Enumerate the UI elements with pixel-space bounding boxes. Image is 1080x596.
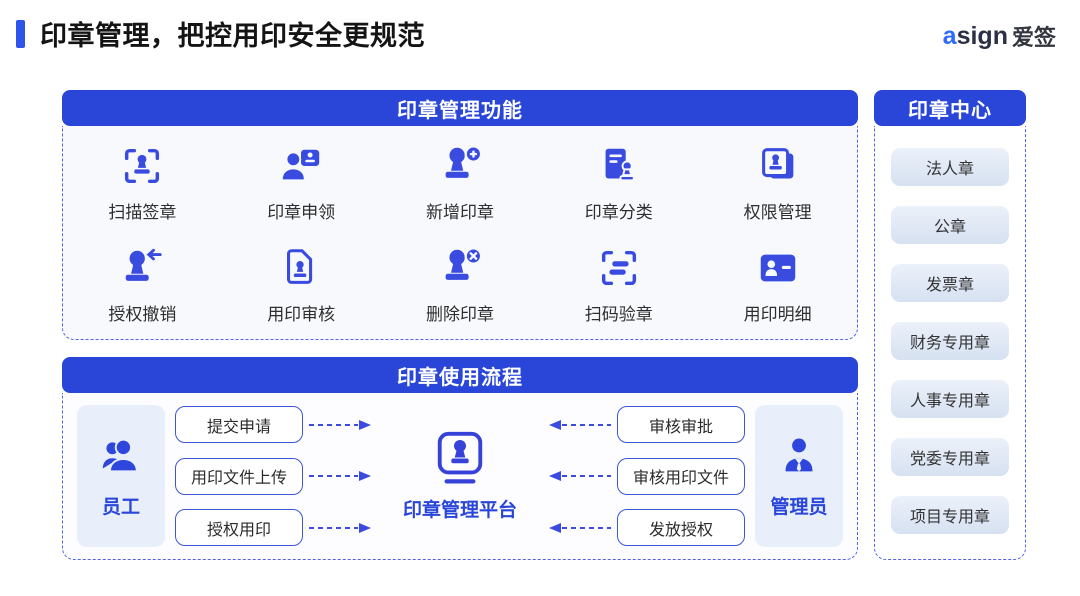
action-upload-file: 用印文件上传 [175, 457, 303, 495]
flow-arrow-right-icon [309, 471, 371, 481]
action-review-file: 审核用印文件 [617, 457, 745, 495]
seal-type-legal: 法人章 [891, 148, 1009, 186]
admin-card: 管理员 [755, 405, 843, 547]
people-icon [102, 438, 138, 473]
feature-seal-add: 新增印章 [426, 143, 494, 223]
feature-label: 扫描签章 [108, 203, 177, 222]
employee-action-row: 用印文件上传 [175, 457, 372, 495]
feature-label: 印章分类 [584, 203, 653, 222]
page-header: 印章管理，把控用印安全更规范 [16, 14, 425, 53]
feature-auth-revoke: 授权撤销 [108, 245, 176, 325]
id-card-icon [760, 254, 795, 282]
feature-label: 删除印章 [425, 305, 494, 324]
platform-label: 印章管理平台 [402, 500, 517, 521]
employee-action-row: 提交申请 [175, 406, 372, 443]
document-stamp-icon [287, 249, 313, 284]
stamp-delete-icon [445, 247, 483, 280]
feature-label: 授权撤销 [108, 305, 177, 324]
action-grant-auth: 发放授权 [617, 509, 745, 546]
scan-code-icon [601, 250, 636, 286]
admin-label: 管理员 [770, 497, 828, 518]
admin-action-row: 审核审批 [548, 406, 745, 443]
flow-arrow-left-icon [549, 471, 611, 481]
stamp-add-icon [445, 145, 483, 178]
feature-seal-category: 印章分类 [585, 143, 653, 223]
feature-label: 用印审核 [267, 305, 336, 324]
admin-action-row: 发放授权 [548, 509, 745, 546]
page-title: 印章管理，把控用印安全更规范 [40, 21, 425, 51]
feature-scan-verify: 扫码验章 [585, 245, 653, 325]
feature-label: 新增印章 [425, 203, 494, 222]
employee-card: 员工 [77, 405, 165, 547]
feature-seal-detail: 用印明细 [744, 245, 812, 325]
feature-seal-review: 用印审核 [267, 245, 335, 325]
stacked-stamp-cards-icon [761, 148, 793, 179]
seal-type-project: 项目专用章 [891, 496, 1009, 534]
feature-seal-apply: 印章申领 [267, 143, 335, 223]
seal-type-hr: 人事专用章 [891, 380, 1009, 418]
stamp-platform-icon [437, 431, 483, 484]
seal-type-official: 公章 [891, 206, 1009, 244]
feature-label: 用印明细 [743, 305, 812, 324]
panel-seal-center: 印章中心 法人章 公章 发票章 财务专用章 人事专用章 党委专用章 项目专用章 [874, 90, 1026, 560]
employee-actions: 提交申请 用印文件上传 授权用印 [175, 405, 372, 547]
panel-seal-flow-body: 员工 提交申请 用印文件上传 [62, 393, 858, 560]
stamp-revoke-icon [126, 248, 163, 281]
feature-label: 扫码验章 [584, 305, 653, 324]
feature-permission: 权限管理 [744, 143, 812, 223]
employee-label: 员工 [101, 497, 140, 518]
brand-logo: asign 爱签 [942, 21, 1056, 51]
title-accent-bar [16, 19, 25, 48]
employee-action-row: 授权用印 [175, 509, 372, 546]
action-review-approve: 审核审批 [617, 406, 745, 443]
panel-seal-center-title: 印章中心 [874, 90, 1026, 126]
seal-type-invoice: 发票章 [891, 264, 1009, 302]
admin-person-icon [785, 438, 813, 472]
panel-seal-center-body: 法人章 公章 发票章 财务专用章 人事专用章 党委专用章 项目专用章 [874, 126, 1026, 560]
panel-seal-flow-title: 印章使用流程 [62, 357, 858, 393]
flow-arrow-right-icon [309, 419, 371, 430]
feature-label: 印章申领 [267, 203, 336, 222]
platform-block: 印章管理平台 [382, 405, 538, 547]
seal-type-party: 党委专用章 [891, 438, 1009, 476]
panel-seal-flow: 印章使用流程 员工 提交申请 [62, 357, 858, 560]
action-submit-request: 提交申请 [175, 406, 303, 443]
admin-actions: 审核审批 审核用印文件 发放授权 [548, 405, 745, 547]
panel-seal-functions-body: 扫描签章 印章申领 [62, 126, 858, 340]
feature-label: 权限管理 [743, 203, 812, 222]
panel-seal-functions-title: 印章管理功能 [62, 90, 858, 126]
person-stamp-icon [281, 149, 320, 182]
flow-arrow-left-icon [549, 419, 611, 430]
action-authorized-use: 授权用印 [175, 509, 303, 546]
feature-scan-sign: 扫描签章 [108, 143, 176, 223]
feature-seal-delete: 删除印章 [426, 245, 494, 325]
flow-arrow-left-icon [549, 522, 611, 533]
admin-action-row: 审核用印文件 [548, 457, 745, 495]
scan-stamp-icon [125, 148, 160, 184]
flow-arrow-right-icon [309, 522, 371, 533]
panel-seal-functions: 印章管理功能 扫描签章 [62, 90, 858, 340]
seal-type-finance: 财务专用章 [891, 322, 1009, 360]
brand-logo-cn: 爱签 [1011, 25, 1056, 50]
document-category-icon [605, 148, 635, 182]
